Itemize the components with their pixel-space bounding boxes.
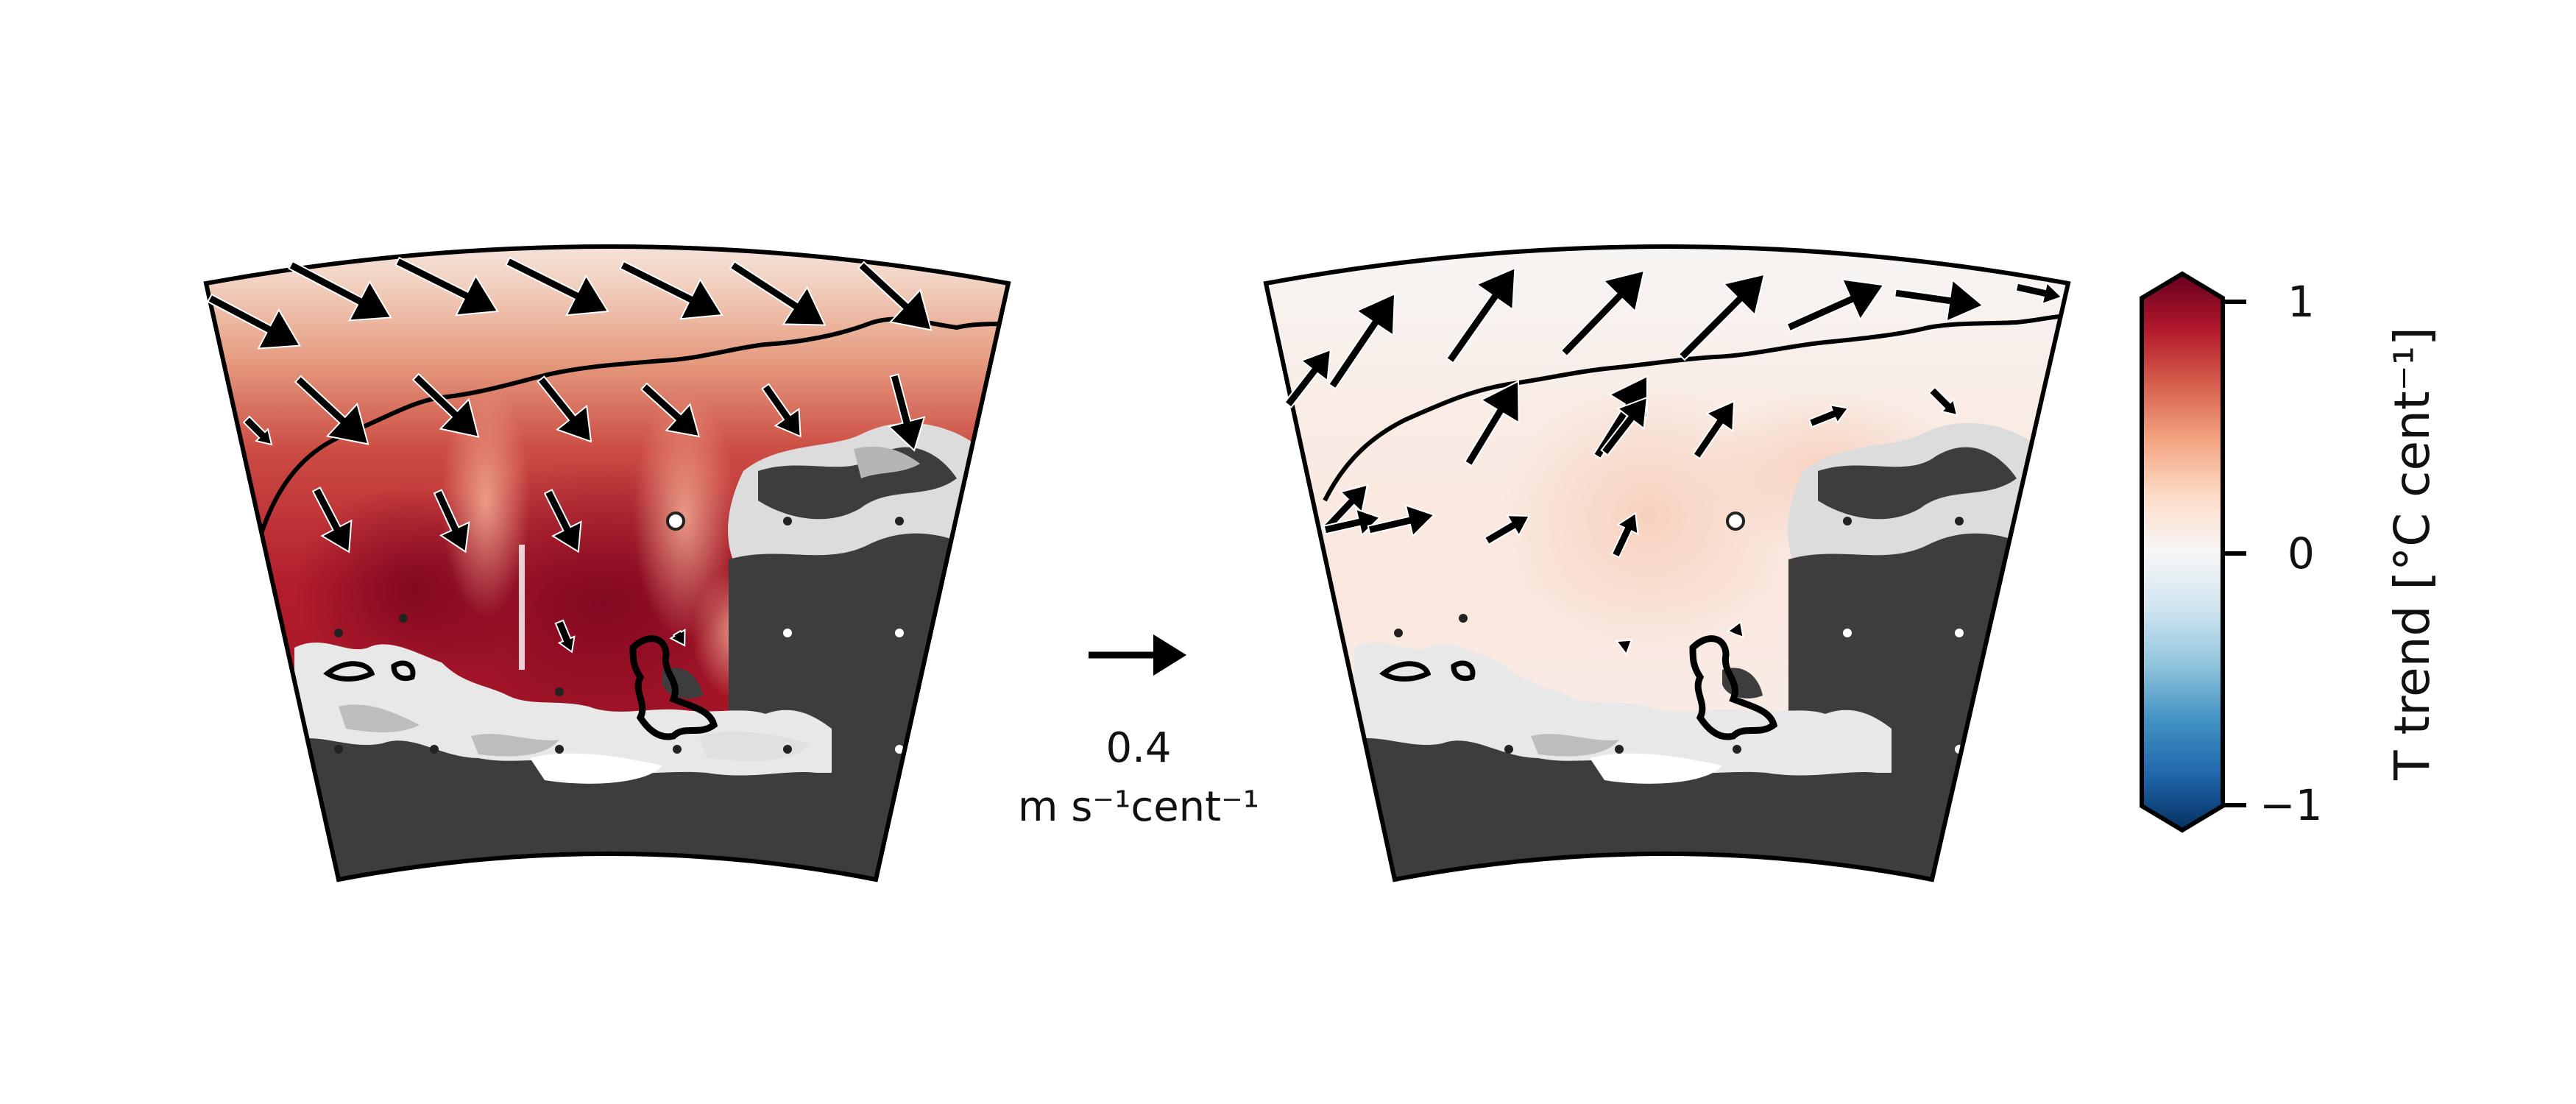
sea-ice [1590, 753, 1722, 784]
flow-arrow [1692, 400, 1735, 460]
flow-arrow [729, 261, 827, 326]
flow-arrow [1726, 620, 1744, 639]
flow-arrow [857, 261, 933, 331]
flow-arrow [505, 256, 609, 316]
reference-arrow [1087, 631, 1189, 679]
pale-streak [519, 545, 525, 670]
flow-arrow [2014, 281, 2064, 305]
island-marker [334, 745, 343, 754]
colorbar-label: T trend [°C cent⁻¹] [2384, 327, 2441, 781]
island-marker [555, 745, 564, 754]
flow-arrow [1808, 403, 1850, 428]
island-marker [334, 629, 343, 637]
ice-contour [629, 635, 718, 740]
flow-arrow [537, 375, 592, 443]
island-marker [1733, 745, 1741, 754]
reference-arrow-key: 0.4 m s⁻¹cent⁻¹ [1018, 631, 1259, 831]
colorbar-body [2140, 271, 2225, 833]
island-marker [399, 614, 408, 623]
island-marker [1955, 517, 1964, 526]
flow-arrow [294, 375, 369, 445]
ice-contour [1689, 635, 1778, 740]
flow-arrow [207, 293, 302, 350]
sea-ice [1531, 734, 1619, 757]
reference-arrow-value: 0.4 [1105, 724, 1171, 772]
flow-arrow [1560, 269, 1646, 358]
flow-arrow [543, 489, 582, 553]
sea-ice [339, 704, 420, 732]
island-marker [673, 745, 682, 754]
flow-arrow [288, 260, 392, 322]
flow-arrow [394, 256, 499, 316]
front-contour [1323, 314, 2062, 502]
island-marker [1955, 629, 1964, 637]
flow-arrow [242, 415, 273, 446]
flow-arrow [1328, 292, 1396, 390]
ice-contour [391, 660, 416, 682]
pale-streak [442, 383, 530, 618]
flow-arrow [887, 373, 926, 452]
right-panel [1263, 244, 2071, 882]
island-marker [430, 745, 439, 754]
colorbar-tick-label: 1 [2287, 277, 2315, 327]
colorbar-tick-label: −1 [2260, 780, 2323, 830]
island-marker [1615, 745, 1624, 754]
flow-arrow [1367, 503, 1436, 538]
island-marker [783, 517, 792, 526]
land [280, 738, 1008, 880]
flow-arrow [1786, 278, 1885, 333]
right-panel-border [1263, 244, 2071, 882]
left-panel [203, 244, 1011, 882]
reference-arrow-units: m s⁻¹cent⁻¹ [1018, 783, 1259, 831]
left-panel-border [203, 244, 1011, 882]
flow-arrow [554, 619, 576, 654]
flow-arrow [1284, 348, 1331, 408]
island-marker [1843, 629, 1852, 637]
island-marker [1459, 614, 1468, 623]
sea-ice [530, 753, 662, 784]
flow-arrow [1446, 266, 1516, 364]
island-marker [666, 512, 685, 531]
flow-arrow [1894, 278, 1984, 323]
flow-arrow [411, 372, 480, 438]
ice-shelf [1818, 447, 2017, 520]
flow-arrow [1928, 386, 1958, 417]
sea-ice [699, 731, 810, 761]
right-vector-field [1284, 266, 2064, 656]
flow-arrow [433, 489, 470, 553]
sea-ice [471, 734, 559, 757]
flow-arrow [311, 486, 353, 553]
island-marker [1504, 745, 1513, 754]
flow-arrow [1463, 380, 1520, 467]
ice-contour [323, 661, 375, 682]
flow-arrow [1600, 396, 1648, 456]
reference-arrow-glyph [1087, 631, 1189, 679]
island-marker [783, 745, 792, 754]
colorbar-tick-label: 0 [2287, 528, 2315, 578]
island-marker [895, 629, 904, 637]
island-marker [1394, 629, 1403, 637]
flow-arrow [1615, 639, 1633, 656]
ice-contour [1451, 660, 1476, 682]
island-marker [1843, 517, 1852, 526]
island-marker [895, 745, 904, 754]
island-marker [783, 629, 792, 637]
island-marker [1726, 512, 1745, 531]
pale-streak [633, 390, 736, 640]
sea-ice [854, 446, 920, 478]
ice-contour [1379, 661, 1432, 682]
flow-arrow [640, 382, 701, 438]
island-marker [895, 517, 904, 526]
flow-arrow [1483, 514, 1531, 546]
island-marker [555, 687, 564, 696]
left-vector-field [207, 256, 933, 654]
land [1340, 738, 2068, 880]
flow-arrow [1677, 273, 1766, 361]
flow-arrow [669, 629, 686, 647]
flow-arrow [1610, 512, 1639, 559]
flow-arrow [619, 260, 723, 320]
colorbar: 1 0 −1 T trend [°C cent⁻¹] [2140, 271, 2441, 833]
flow-arrow [761, 383, 802, 438]
